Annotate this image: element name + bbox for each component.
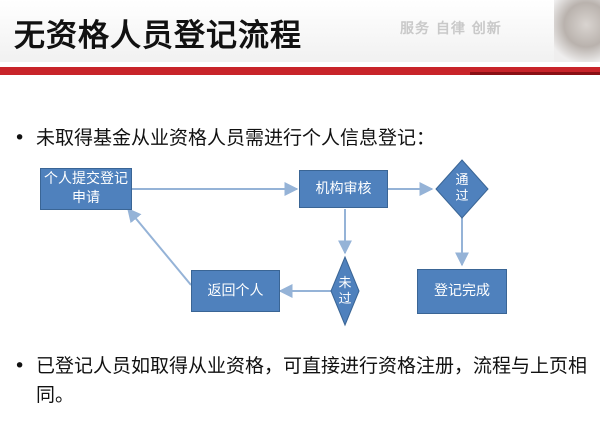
slogan: 服务 自律 创新: [400, 21, 502, 37]
title-underline: [0, 67, 600, 75]
step-submit: 个人提交登记申请: [40, 168, 132, 210]
decision-pass-label: 通过: [455, 173, 469, 204]
header-bar: 无资格人员登记流程 服务 自律 创新: [0, 0, 600, 62]
title-underline-accent: [470, 72, 600, 75]
step-review: 机构审核: [299, 170, 388, 208]
bullet-text: 已登记人员如取得从业资格，可直接进行资格注册，流程与上页相同。: [36, 355, 588, 406]
diamond-pass: [435, 159, 489, 219]
diamond-fail: [330, 255, 360, 327]
page-title: 无资格人员登记流程: [14, 18, 302, 54]
step-return: 返回个人: [191, 270, 280, 312]
arrow-return-to-submit: [127, 207, 192, 286]
decision-fail-label: 未过: [338, 276, 352, 307]
step-done: 登记完成: [417, 269, 507, 314]
bullet-dot: •: [14, 355, 26, 377]
bullet-dot: •: [14, 127, 26, 149]
corner-decoration: [554, 0, 600, 62]
bullet-text: 未取得基金从业资格人员需进行个人信息登记：: [36, 127, 436, 149]
